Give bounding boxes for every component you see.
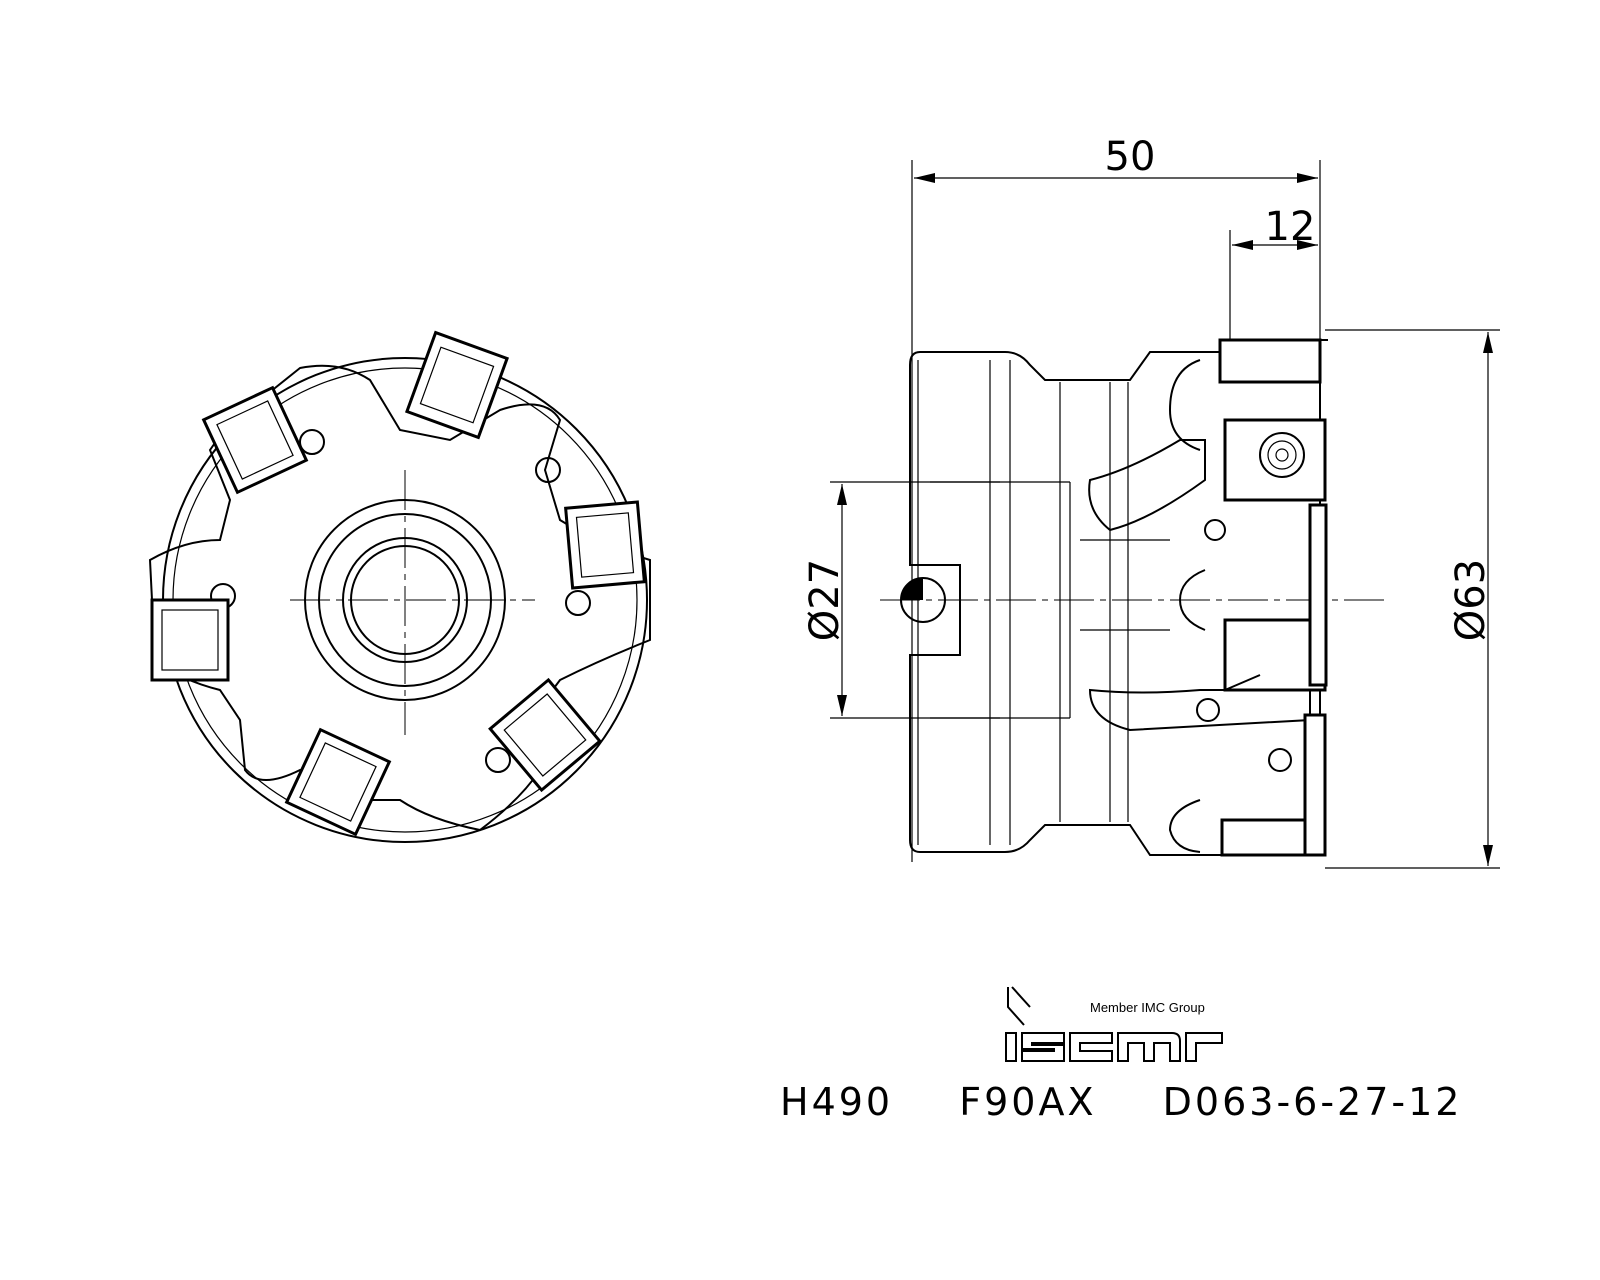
dim-cutting-diameter: Ø63 <box>1448 559 1494 641</box>
dimension-bore: Ø27 <box>802 481 1000 719</box>
front-insert-6 <box>564 500 646 590</box>
side-insert-mid <box>1223 618 1327 692</box>
side-insert-top <box>1218 338 1327 502</box>
dim-insert-length: 12 <box>1265 204 1316 250</box>
dimension-12: 12 <box>1229 204 1318 340</box>
dim-bore-diameter: Ø27 <box>802 559 848 641</box>
side-insert-bottom <box>1220 713 1327 857</box>
side-body-outline <box>909 351 1321 856</box>
front-view <box>148 330 651 843</box>
front-insert-3 <box>150 598 230 682</box>
iscar-logo <box>1005 986 1223 1062</box>
front-insert-5 <box>488 677 602 793</box>
insert-screw-icon <box>1259 432 1305 478</box>
part-designation: H490 F90AX D063-6-27-12 <box>780 1080 1463 1124</box>
front-insert-4 <box>284 727 392 837</box>
side-view <box>880 338 1385 857</box>
logo-tagline: Member IMC Group <box>1090 1000 1205 1015</box>
front-body-outline <box>148 364 651 832</box>
front-insert-1 <box>405 330 509 440</box>
front-insert-2 <box>201 385 309 495</box>
dimension-63: Ø63 <box>1325 329 1500 869</box>
dimension-50: 50 <box>911 134 1321 862</box>
dim-overall-length: 50 <box>1105 134 1156 180</box>
